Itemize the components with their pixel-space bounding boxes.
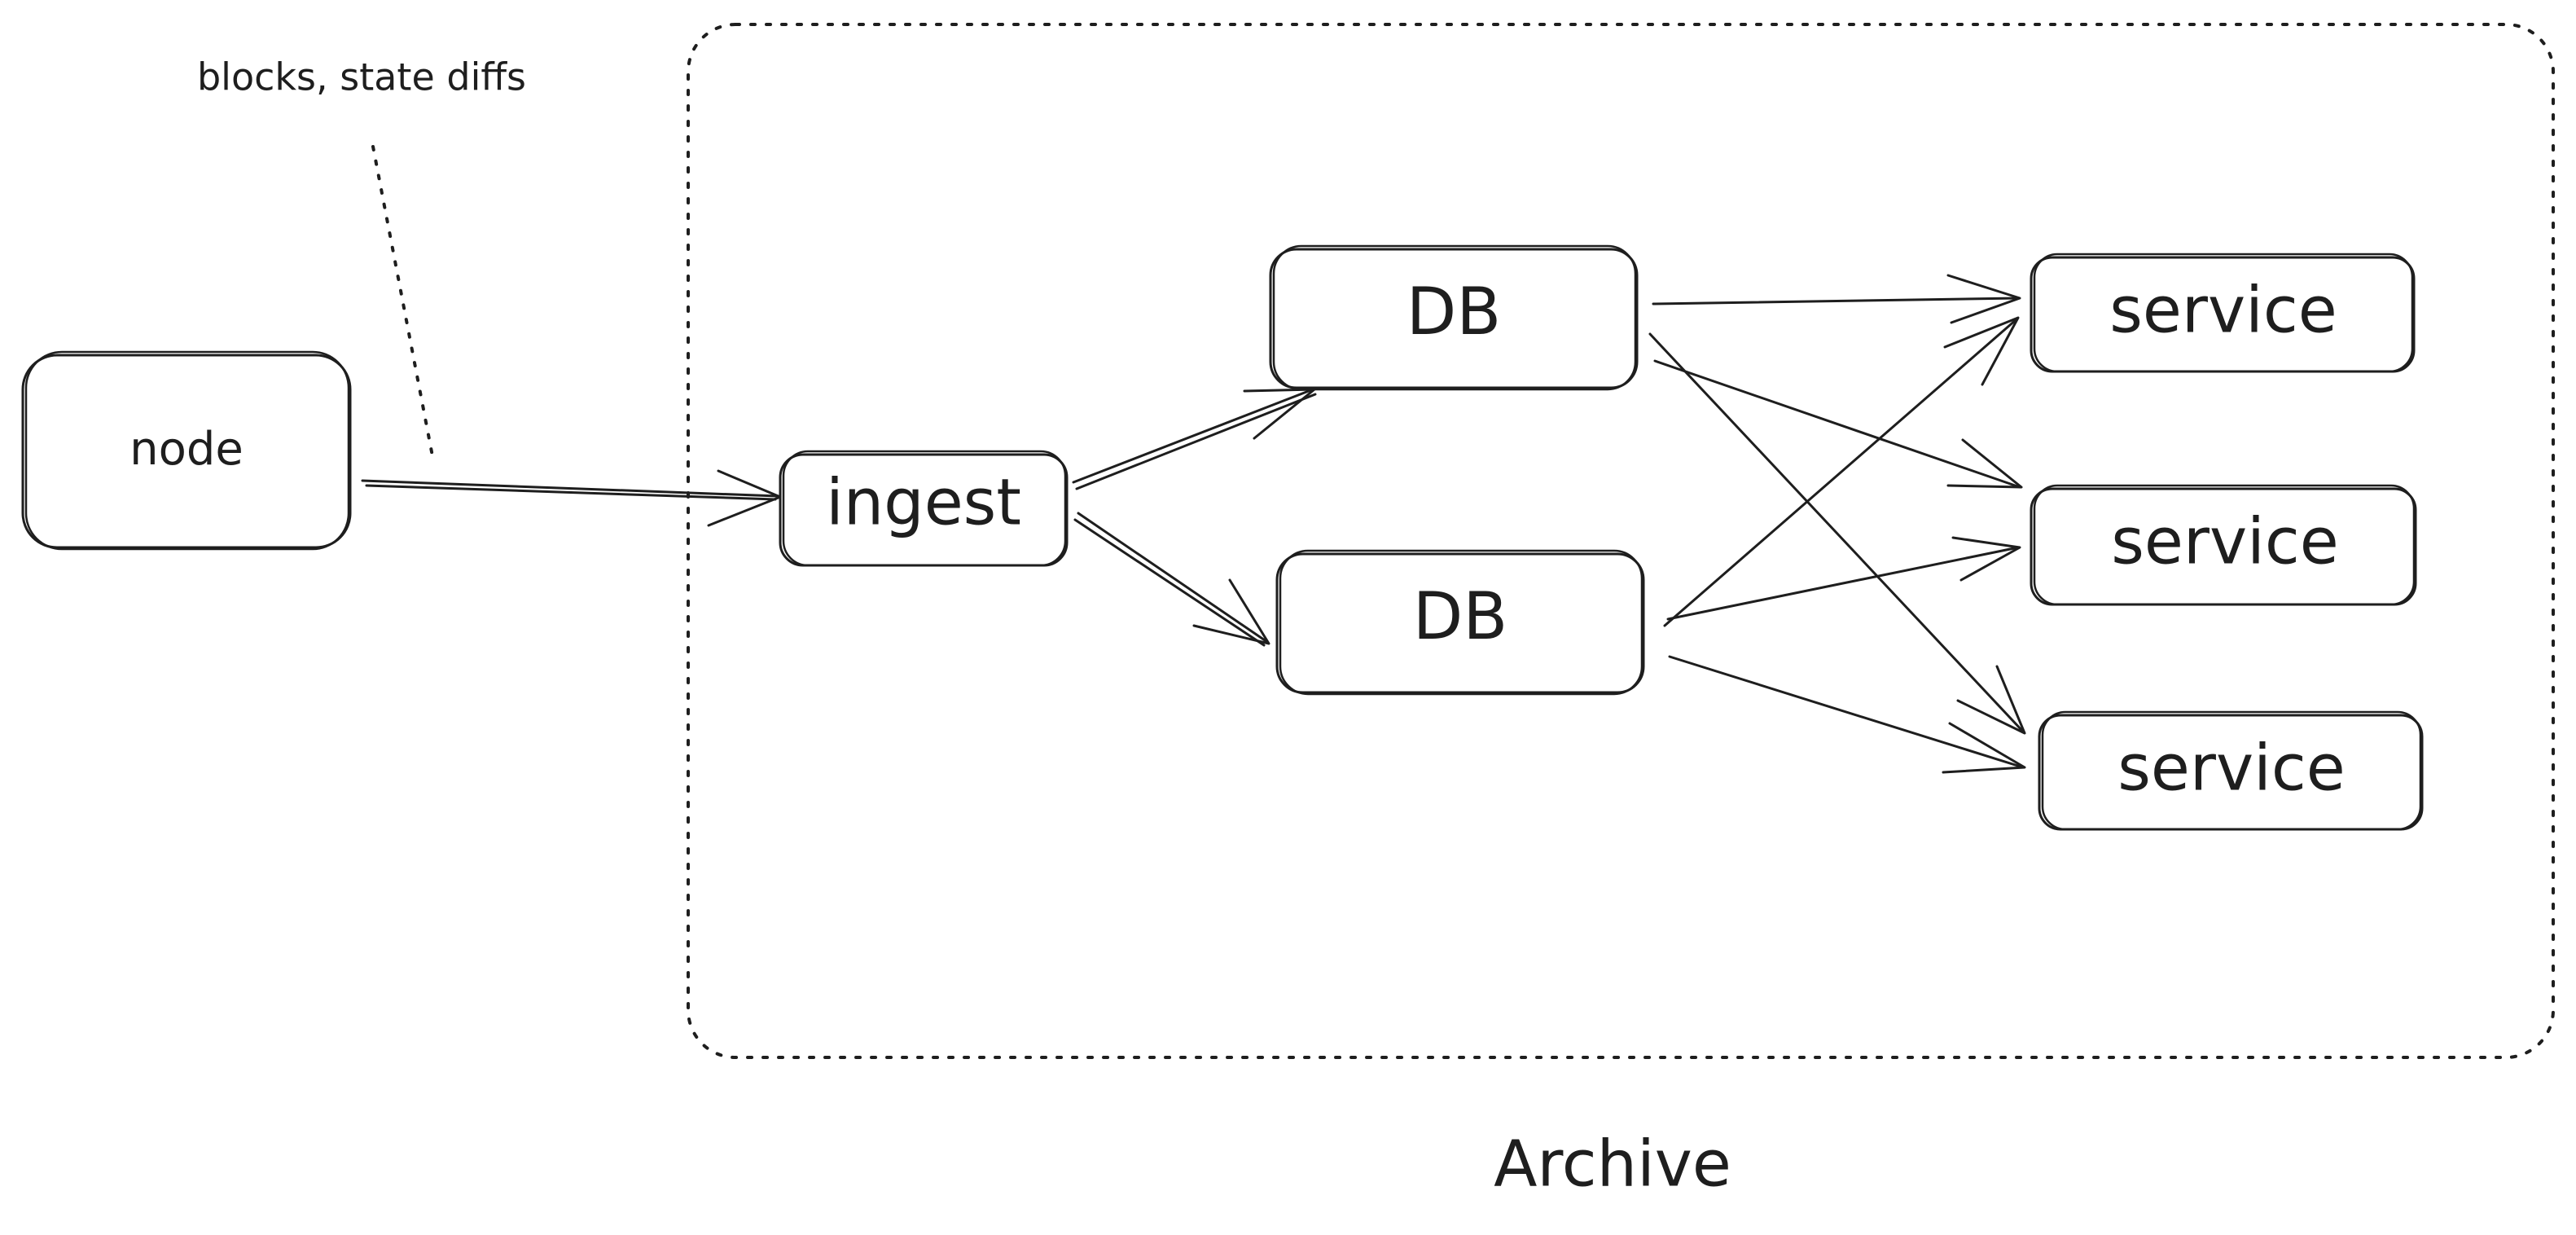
arrowhead-db1-service3 [1956,665,2026,735]
service3-label: service [2117,732,2345,805]
edge-db2-service1 [1663,318,2018,627]
node-label: node [129,423,244,476]
service1-box[interactable]: service [2030,253,2416,373]
arrowhead-db2-service1 [1943,316,2020,386]
service2-box[interactable]: service [2030,484,2417,606]
arrowhead-ingest-db1 [1243,388,1316,440]
edge-db1-service3 [1648,332,2025,733]
edge-ingest-db2 [1073,512,1269,647]
archive-group-label: Archive [1494,1127,1731,1201]
db1-label: DB [1406,274,1501,349]
annotation-leader-line [371,145,435,462]
service3-box[interactable]: service [2038,710,2424,831]
archive-group-border [687,23,2555,1059]
ingest-label: ingest [826,466,1021,539]
db2-box[interactable]: DB [1275,549,1645,696]
edge-db1-service1 [1652,297,2020,305]
edge-ingest-db1 [1072,388,1317,490]
service2-label: service [2111,505,2338,578]
service1-label: service [2109,274,2337,347]
edge-db2-service2 [1666,546,2020,621]
edges [361,274,2026,774]
arrowhead-ingest-db2 [1192,578,1270,645]
edge-node-ingest [361,479,779,501]
arrowhead-db2-service2 [1951,536,2021,582]
edge-db2-service3 [1668,655,2025,769]
edge-db1-service2 [1653,359,2021,489]
ingest-box[interactable]: ingest [779,450,1069,567]
arrowhead-db2-service3 [1942,722,2026,774]
node-box[interactable]: node [21,350,352,551]
db2-label: DB [1413,578,1507,654]
arrowhead-db1-service1 [1946,274,2021,324]
annotation-text: blocks, state diffs [197,55,526,99]
arrowhead-db1-service2 [1946,438,2023,489]
db1-box[interactable]: DB [1269,244,1639,391]
